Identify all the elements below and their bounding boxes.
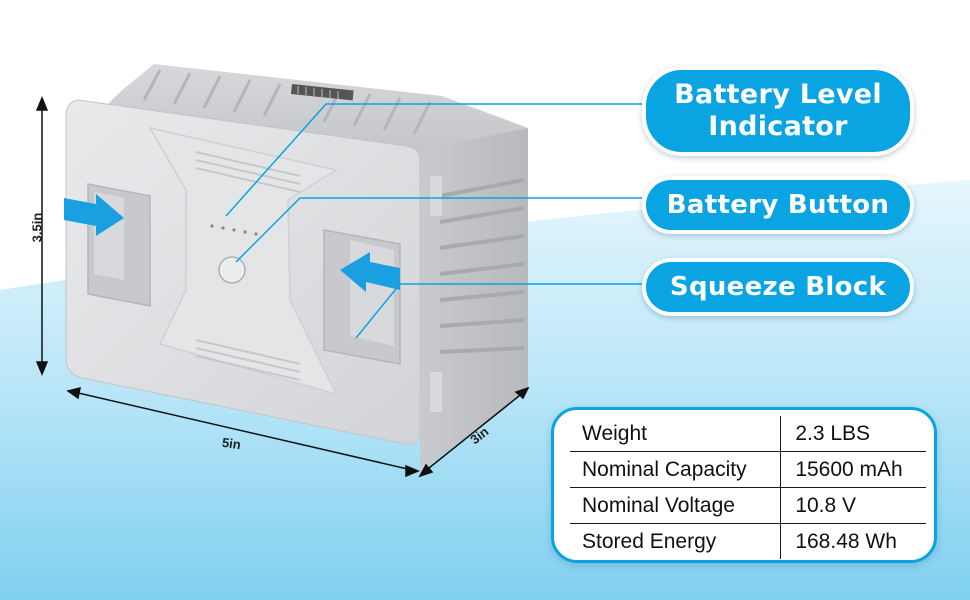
- table-row: Nominal Voltage 10.8 V: [570, 487, 926, 524]
- spec-value: 168.48 Wh: [780, 523, 926, 559]
- table-row: Nominal Capacity 15600 mAh: [570, 451, 926, 488]
- table-row: Stored Energy 168.48 Wh: [570, 523, 926, 559]
- callout-battery-button-label: Battery Button: [666, 190, 890, 220]
- dimension-height-label: 3.5in: [29, 212, 45, 243]
- spec-value: 10.8 V: [780, 487, 926, 524]
- callout-battery-level-indicator: Battery Level Indicator: [642, 66, 914, 156]
- callout-battery-button: Battery Button: [642, 176, 914, 234]
- battery-front: [65, 99, 421, 445]
- squeeze-arrow-right-icon: [340, 252, 400, 292]
- squeeze-arrow-left-icon: [64, 194, 124, 236]
- spec-table-card: Weight 2.3 LBS Nominal Capacity 15600 mA…: [551, 407, 937, 563]
- dimension-arrows: [35, 96, 530, 478]
- spec-label: Nominal Capacity: [570, 451, 781, 488]
- spec-label: Weight: [570, 416, 781, 452]
- callout-squeeze-block-label: Squeeze Block: [669, 272, 887, 302]
- spec-table: Weight 2.3 LBS Nominal Capacity 15600 mA…: [570, 416, 926, 559]
- spec-value: 2.3 LBS: [780, 416, 926, 452]
- table-row: Weight 2.3 LBS: [570, 416, 926, 452]
- spec-label: Stored Energy: [582, 529, 717, 553]
- dimension-width-label: 5in: [221, 434, 242, 453]
- battery-button-graphic: [218, 256, 246, 284]
- battery-top: [100, 64, 528, 156]
- callout-lines: [225, 103, 642, 339]
- callout-battery-level-line1: Battery Level: [674, 79, 882, 110]
- battery-side: [420, 128, 528, 472]
- callout-battery-level-line2: Indicator: [708, 111, 848, 142]
- spec-label: Nominal Voltage: [570, 487, 781, 524]
- spec-value: 15600 mAh: [780, 451, 926, 488]
- callout-squeeze-block: Squeeze Block: [642, 258, 914, 316]
